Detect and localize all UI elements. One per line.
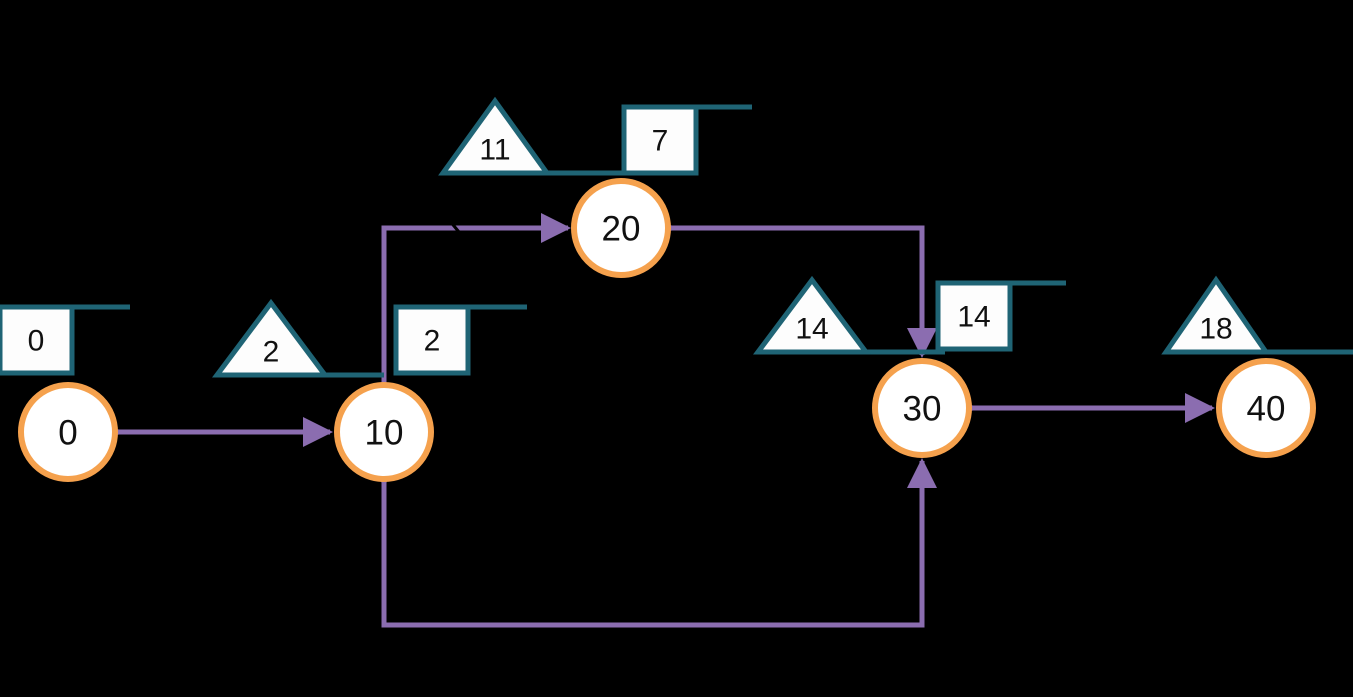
edge-10-to-20[interactable] — [381, 213, 571, 432]
square-annotation[interactable]: 7 — [621, 104, 752, 176]
triangle-annotation[interactable]: 11 — [438, 96, 630, 176]
node-circle — [571, 178, 671, 278]
square-label: 0 — [28, 325, 45, 358]
node-circle — [334, 382, 434, 482]
node-circle — [1216, 358, 1316, 458]
triangle-label: 11 — [479, 134, 510, 167]
node-10[interactable]: 10 — [334, 382, 434, 482]
square-icon — [393, 304, 471, 376]
node-circle — [872, 358, 972, 458]
square-annotation[interactable]: 14 — [935, 280, 1066, 352]
triangle-icon — [753, 275, 871, 355]
edge-10-to-30[interactable] — [381, 458, 937, 628]
node-40[interactable]: 40 — [1216, 358, 1316, 458]
square-icon — [0, 304, 75, 376]
triangle-icon — [438, 96, 552, 176]
square-annotation[interactable]: 0 — [0, 304, 130, 376]
square-label: 14 — [957, 301, 990, 334]
node-0[interactable]: 0 — [18, 382, 118, 482]
node-20[interactable]: 20 — [571, 178, 671, 278]
triangle-label: 14 — [795, 313, 828, 346]
node-label: 40 — [1247, 390, 1286, 429]
node-30[interactable]: 30 — [872, 358, 972, 458]
square-annotation[interactable]: 2 — [393, 304, 527, 376]
edge-tick-mark — [447, 219, 461, 233]
triangle-annotation[interactable]: 2 — [212, 298, 384, 378]
triangle-icon — [1161, 275, 1271, 355]
node-label: 10 — [365, 414, 404, 453]
node-label: 30 — [903, 390, 942, 429]
triangle-icon — [212, 298, 330, 378]
shapes-layer: 2 11 14 18 0 2 7 14 — [0, 96, 1353, 378]
square-label: 2 — [424, 325, 441, 358]
node-label: 0 — [58, 414, 77, 453]
triangle-label: 2 — [263, 336, 280, 369]
square-icon — [621, 104, 699, 176]
node-label: 20 — [602, 210, 641, 249]
triangle-annotation[interactable]: 14 — [753, 275, 945, 355]
edge-20-to-30[interactable] — [670, 225, 937, 358]
square-icon — [935, 280, 1013, 352]
node-circle — [18, 382, 118, 482]
square-label: 7 — [652, 125, 669, 158]
triangle-label: 18 — [1199, 313, 1232, 346]
triangle-annotation[interactable]: 18 — [1161, 275, 1353, 355]
